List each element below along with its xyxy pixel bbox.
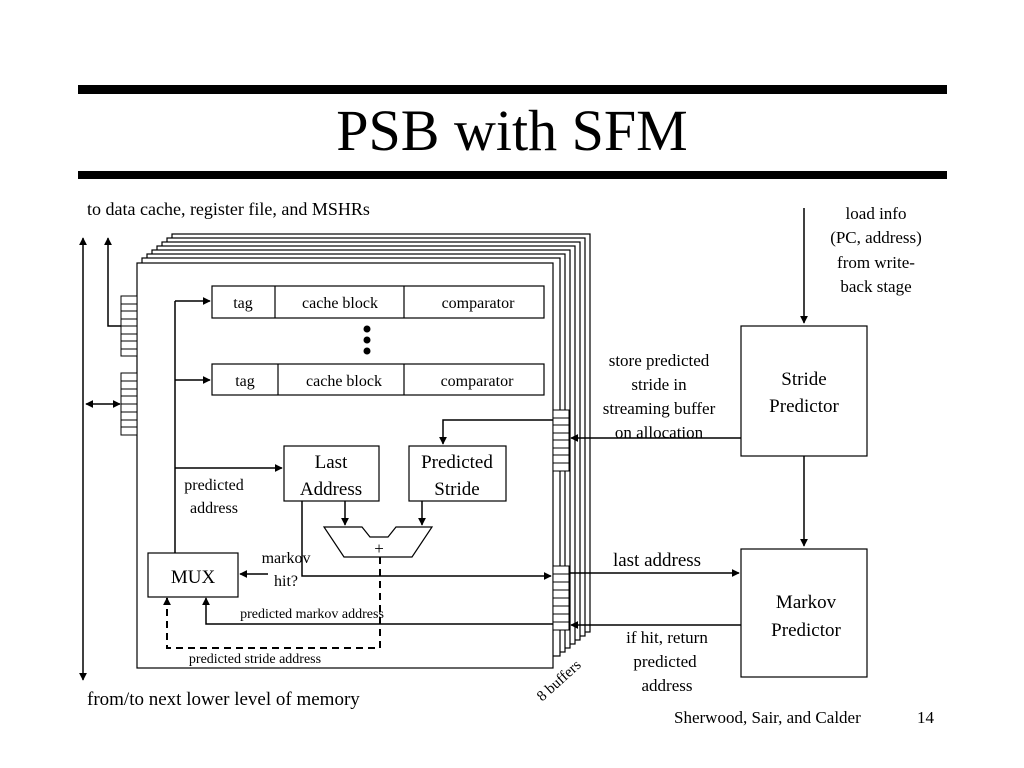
output-register-lower [120,372,138,436]
store-note-line2: stride in [631,375,687,394]
mux-label: MUX [171,567,216,588]
markov-hit-line1: markov [262,550,311,567]
slide-title: PSB with SFM [336,98,688,163]
cache-row-1: tag cache block comparator [211,285,545,319]
if-hit-line1: if hit, return [626,628,708,647]
stride-predictor-box: Stride Predictor [740,325,868,457]
load-info-line1: load info [846,204,907,223]
predicted-markov-address-arrow [202,597,553,625]
predicted-address-line2: address [190,500,238,517]
row2-cache-block: cache block [306,373,382,390]
page-number: 14 [917,708,934,727]
last-address-line1: Last [315,452,348,473]
predicted-stride-address-label: predicted stride address [189,652,321,667]
predicted-stride-line2: Stride [434,479,479,500]
if-hit-line3: address [642,676,693,695]
adder-plus: + [374,539,384,558]
predicted-markov-address-label: predicted markov address [240,607,384,622]
markov-predictor-line1: Markov [776,592,837,613]
store-note-line1: store predicted [609,351,710,370]
row1-cache-block: cache block [302,295,378,312]
row1-tag: tag [233,295,253,312]
predicted-address-line1: predicted [184,477,244,494]
title-bottom-rule [78,171,947,179]
store-note-line3: streaming buffer [603,399,716,418]
buffer-to-predicted-stride-arrow [439,419,553,445]
mux-output-routing [174,297,283,553]
stride-predictor-line1: Stride [781,369,826,390]
store-note-line4: on allocation [615,423,704,442]
last-address-line2: Address [300,479,362,500]
title-top-rule [78,85,947,94]
output-register-upper [120,295,138,357]
last-address-to-buffer-arrow [301,501,552,580]
adder [322,526,434,558]
ellipsis-dots [363,325,371,355]
load-info-line4: back stage [840,277,911,296]
row1-comparator: comparator [442,295,516,312]
load-info-line2: (PC, address) [830,228,922,247]
predicted-stride-address-arrow [163,557,381,649]
footer-author: Sherwood, Sair, and Calder [674,708,861,727]
predicted-stride-line1: Predicted [421,452,493,473]
row2-tag: tag [235,373,255,390]
markov-predictor-box: Markov Predictor [740,548,868,678]
last-address-box: Last Address [283,445,380,502]
markov-register [552,565,570,631]
load-info-line3: from write- [837,253,915,272]
to-cache-arrow [104,237,121,327]
stride-predictor-line2: Predictor [769,396,839,417]
if-hit-line2: predicted [633,652,697,671]
markov-predictor-line2: Predictor [771,620,841,641]
cache-row-2: tag cache block comparator [211,363,545,396]
stride-register [552,409,570,472]
mux-box: MUX [147,552,239,598]
bottom-label: from/to next lower level of memory [87,689,360,710]
markov-hit-line2: hit? [274,573,298,590]
row2-comparator: comparator [441,373,515,390]
last-address-label: last address [613,550,701,571]
predicted-stride-box: Predicted Stride [408,445,507,502]
top-label: to data cache, register file, and MSHRs [87,199,370,219]
